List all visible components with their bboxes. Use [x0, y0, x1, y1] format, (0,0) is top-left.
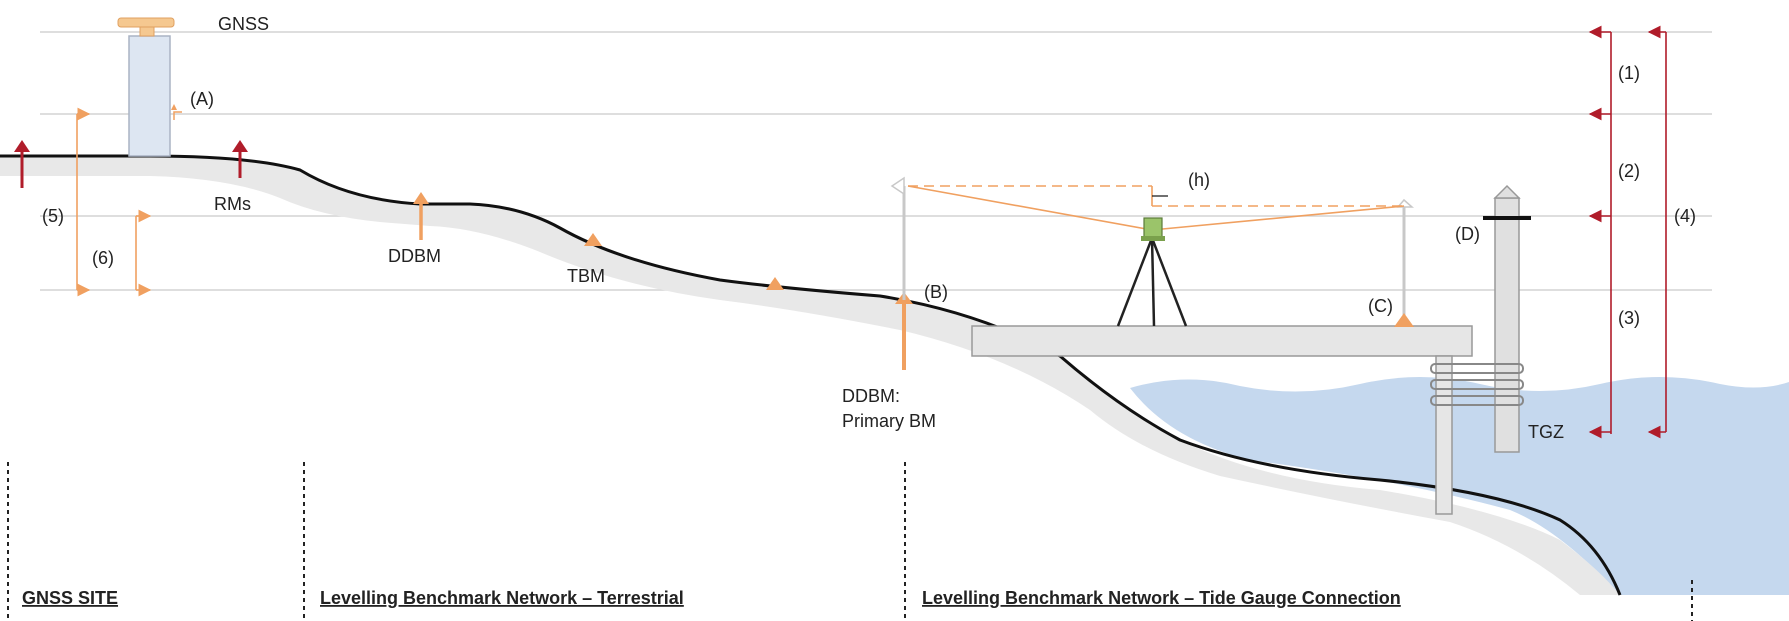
- section-label-terrestrial: Levelling Benchmark Network – Terrestria…: [320, 588, 684, 608]
- ddbm-label: DDBM: [388, 246, 441, 266]
- tbm-triangle: [584, 233, 602, 246]
- gnss-label: GNSS: [218, 14, 269, 34]
- tgz-label: TGZ: [1528, 422, 1564, 442]
- measure-1-label: (1): [1618, 63, 1640, 83]
- levelling-staff-right: [1394, 198, 1414, 327]
- gnss-antenna: [117, 17, 175, 157]
- benchmark-triangle: [766, 277, 784, 290]
- rms-label: RMs: [214, 194, 251, 214]
- section-label-tide-gauge: Levelling Benchmark Network – Tide Gauge…: [922, 588, 1401, 608]
- sightlines: [907, 185, 1405, 231]
- point-c-triangle: [1394, 313, 1414, 327]
- gnss-pillar: [128, 35, 171, 157]
- levelling-staff-left: [890, 176, 906, 300]
- pier-rings: [1430, 363, 1524, 406]
- pier-deck: [971, 325, 1473, 357]
- point-a-label: (A): [190, 89, 214, 109]
- height-of-instrument-label: (h): [1188, 170, 1210, 190]
- tbm-label: TBM: [567, 266, 605, 286]
- ground-shadow: [0, 156, 1620, 595]
- level-instrument: [1116, 217, 1188, 327]
- measure-6-label: (6): [92, 248, 114, 268]
- measure-2-label: (2): [1618, 161, 1640, 181]
- point-c-label: (C): [1368, 296, 1393, 316]
- point-d-label: (D): [1455, 224, 1480, 244]
- point-a-marker: [171, 104, 182, 120]
- measure-5-label: (5): [42, 206, 64, 226]
- rm-arrow-right-head: [232, 140, 248, 152]
- tide-gauge-cap: [1493, 184, 1521, 199]
- rm-arrow-left-head: [14, 140, 30, 152]
- gnss-antenna-stem: [139, 26, 155, 37]
- measurement-arrows: [1588, 25, 1667, 439]
- water: [1130, 377, 1789, 595]
- section-label-gnss-site: GNSS SITE: [22, 588, 118, 608]
- gnss-antenna-head: [117, 17, 175, 28]
- primary-ddbm-label-line1: DDBM:: [842, 386, 900, 406]
- section-dividers: [7, 462, 1693, 621]
- orange-measurement-arrows: [76, 107, 152, 297]
- rm-arrows: [14, 140, 248, 188]
- tide-gauge-post: [1483, 184, 1531, 453]
- point-b-label: (B): [924, 282, 948, 302]
- primary-ddbm-label-line2: Primary BM: [842, 411, 936, 431]
- ddbm-marker: [413, 192, 429, 240]
- measure-4-label: (4): [1674, 206, 1696, 226]
- ground-line: [0, 154, 1622, 596]
- reference-lines: [40, 31, 1712, 291]
- tide-gauge-shaft: [1494, 197, 1520, 453]
- measure-3-label: (3): [1618, 308, 1640, 328]
